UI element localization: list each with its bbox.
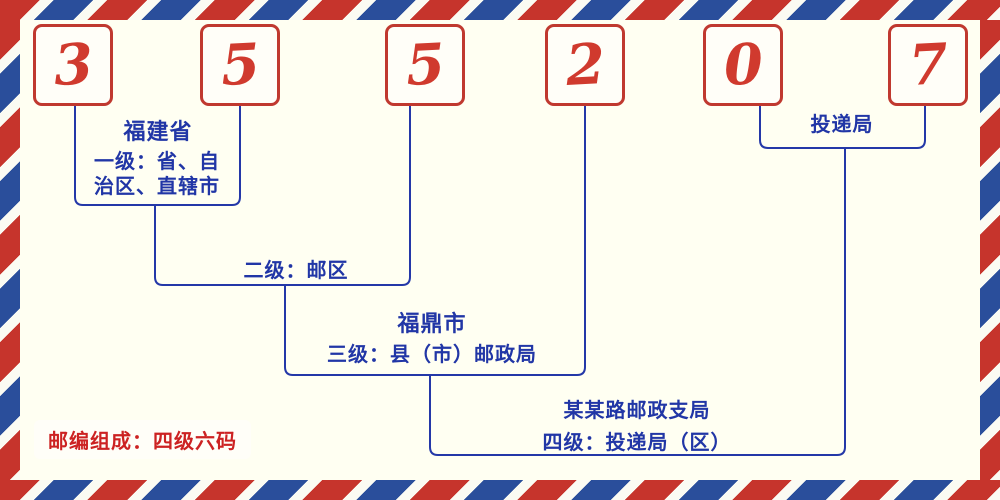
digit-4: 2 bbox=[563, 31, 607, 99]
level1-label-line2: 治区、直辖市 bbox=[94, 174, 220, 198]
digit-5: 0 bbox=[721, 31, 765, 99]
digit-box-4: 2 bbox=[545, 24, 625, 106]
level4-office-name: 某某路邮政支局 bbox=[563, 398, 711, 422]
digit-2: 5 bbox=[218, 31, 262, 99]
digit-6: 7 bbox=[906, 31, 950, 99]
level2-label: 二级：邮区 bbox=[243, 258, 349, 282]
digit-box-3: 5 bbox=[385, 24, 465, 106]
footer-composition-note: 邮编组成：四级六码 bbox=[34, 420, 251, 459]
level1-region-name: 福建省 bbox=[123, 120, 193, 145]
digit-box-5: 0 bbox=[703, 24, 783, 106]
airmail-border-bottom bbox=[0, 480, 1000, 500]
digit-1: 3 bbox=[51, 31, 95, 99]
level1-label-line1: 一级：省、自 bbox=[94, 149, 220, 173]
airmail-border-left bbox=[0, 20, 20, 480]
level4-label: 四级：投递局（区） bbox=[542, 430, 732, 454]
airmail-border-right bbox=[980, 20, 1000, 480]
level3-label: 三级：县（市）邮政局 bbox=[327, 342, 537, 366]
digit-box-2: 5 bbox=[200, 24, 280, 106]
digit-box-6: 7 bbox=[888, 24, 968, 106]
airmail-border-top bbox=[0, 0, 1000, 20]
digit-box-1: 3 bbox=[33, 24, 113, 106]
level3-city-name: 福鼎市 bbox=[397, 312, 467, 337]
digit-3: 5 bbox=[403, 31, 447, 99]
delivery-bureau-label: 投递局 bbox=[810, 112, 874, 136]
